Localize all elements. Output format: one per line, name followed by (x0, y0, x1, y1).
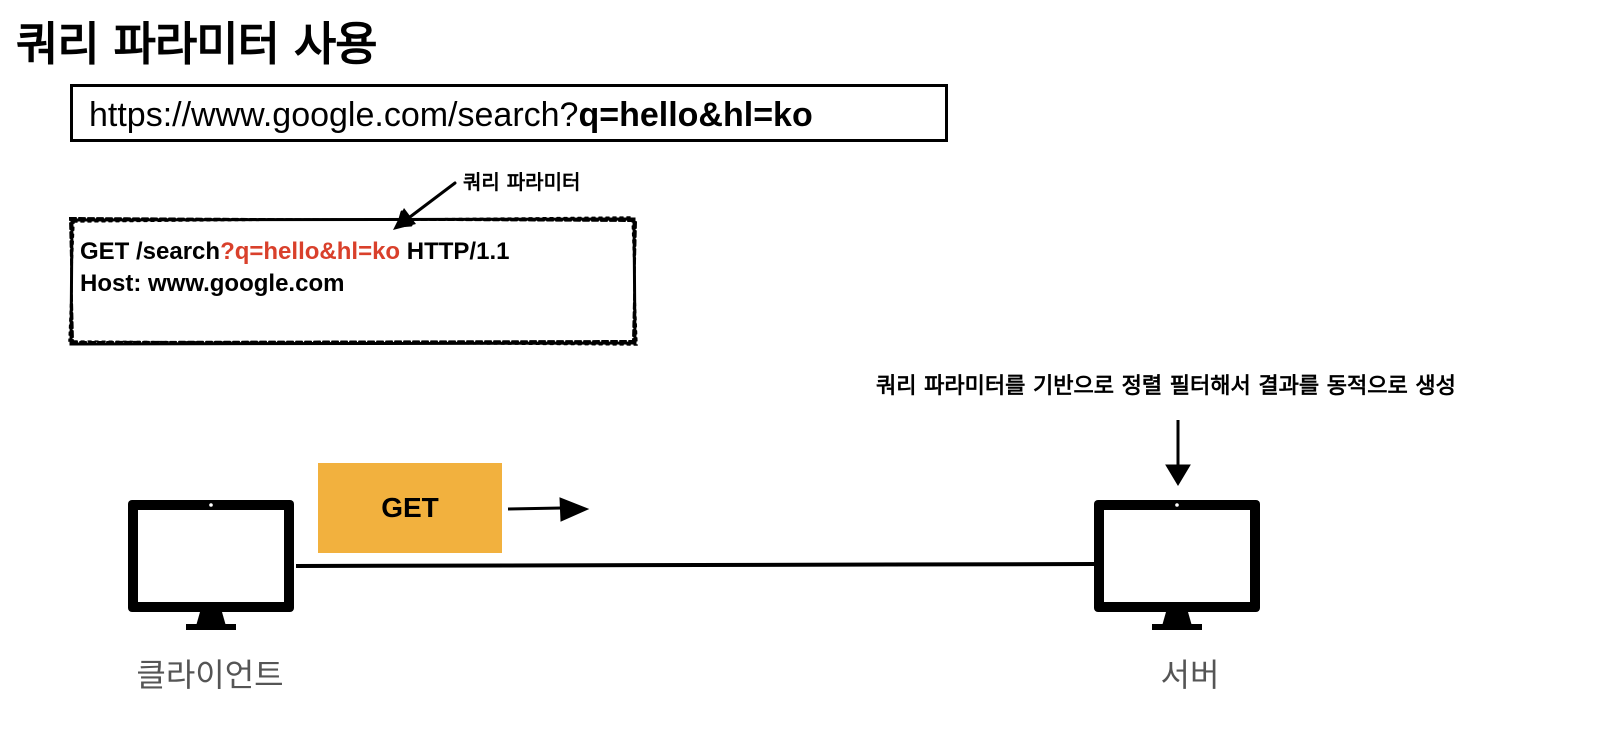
http-request: GET /search?q=hello&hl=ko HTTP/1.1 Host:… (80, 236, 509, 300)
request-version: HTTP/1.1 (400, 238, 510, 265)
request-line: GET /search?q=hello&hl=ko HTTP/1.1 (80, 236, 509, 268)
connection-line (295, 562, 1095, 568)
request-method-path: GET /search (80, 238, 221, 265)
page-title: 쿼리 파라미터 사용 (16, 17, 378, 71)
server-monitor-icon (1094, 500, 1260, 630)
server-down-arrow (1165, 420, 1191, 486)
get-arrow (507, 497, 590, 522)
request-query: ?q=hello&hl=ko (220, 238, 401, 265)
url-box: https://www.google.com/search?q=hello&hl… (70, 84, 948, 142)
get-request-box: GET (318, 463, 502, 553)
server-caption: 쿼리 파라미터를 기반으로 정렬 필터해서 결과를 동적으로 생성 (876, 374, 1456, 399)
client-monitor-icon (128, 500, 294, 630)
request-box-border (68, 216, 638, 346)
request-host: Host: www.google.com (80, 270, 345, 297)
query-param-label: 쿼리 파라미터 (463, 170, 581, 194)
client-label: 클라이언트 (136, 656, 284, 694)
param-arrow (393, 181, 457, 230)
server-label: 서버 (1160, 656, 1220, 694)
url-query: q=hello&hl=ko (578, 96, 813, 134)
get-label: GET (381, 492, 439, 523)
url-base: https://www.google.com/search? (89, 96, 579, 134)
